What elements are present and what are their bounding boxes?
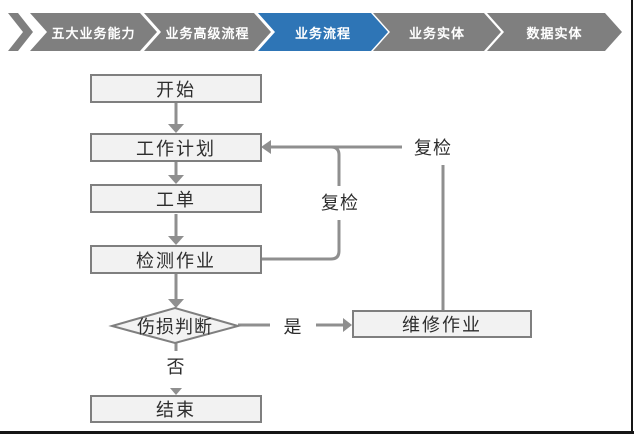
node-repair-label: 维修作业: [402, 315, 482, 335]
node-end-label: 结束: [156, 400, 196, 420]
arrowhead-into-inspection: [168, 236, 184, 245]
arrowhead-into-repair: [343, 318, 352, 332]
arrowhead-into-plan-right: [261, 140, 271, 154]
node-work-plan-label: 工作计划: [136, 138, 216, 159]
arrowhead-into-decision: [168, 299, 184, 308]
node-damage-decision-label: 伤损判断: [137, 316, 213, 337]
node-work-order-label: 工单: [156, 189, 196, 210]
node-end: 结束: [90, 395, 262, 423]
arrowhead-into-order: [168, 175, 184, 184]
node-start: 开始: [90, 74, 262, 103]
edge-label-no: 否: [166, 357, 186, 377]
frame-right-line: [631, 0, 633, 434]
node-inspection: 检测作业: [90, 245, 262, 274]
edge-label-recheck-inner: 复检: [321, 193, 359, 213]
breadcrumb-step-high-level-process[interactable]: 业务高级流程: [144, 13, 271, 51]
frame-bottom-line: [0, 431, 634, 434]
arrowhead-into-plan-top: [168, 124, 184, 133]
breadcrumb-lead-arrow-icon: [8, 13, 33, 51]
breadcrumb-step-label: 五大业务能力: [51, 25, 136, 41]
breadcrumb-step-business-entity[interactable]: 业务实体: [373, 13, 501, 51]
node-start-label: 开始: [156, 79, 196, 100]
node-inspection-label: 检测作业: [136, 250, 216, 271]
breadcrumb-step-capabilities[interactable]: 五大业务能力: [30, 13, 157, 51]
breadcrumb-step-business-process-active[interactable]: 业务流程: [258, 13, 388, 51]
node-work-order: 工单: [90, 184, 262, 213]
breadcrumb-step-label: 数据实体: [526, 25, 583, 41]
node-work-plan: 工作计划: [90, 133, 262, 162]
edge-label-recheck-outer: 复检: [414, 138, 452, 158]
edge-label-yes: 是: [283, 317, 303, 337]
node-repair: 维修作业: [352, 310, 532, 338]
breadcrumb-step-label: 业务高级流程: [165, 25, 250, 41]
node-damage-decision: 伤损判断: [112, 308, 238, 343]
arrowhead-into-end: [170, 388, 182, 395]
breadcrumb-step-label: 业务实体: [408, 25, 465, 41]
breadcrumb-step-data-entity[interactable]: 数据实体: [487, 13, 622, 51]
breadcrumb-step-label: 业务流程: [294, 25, 351, 41]
